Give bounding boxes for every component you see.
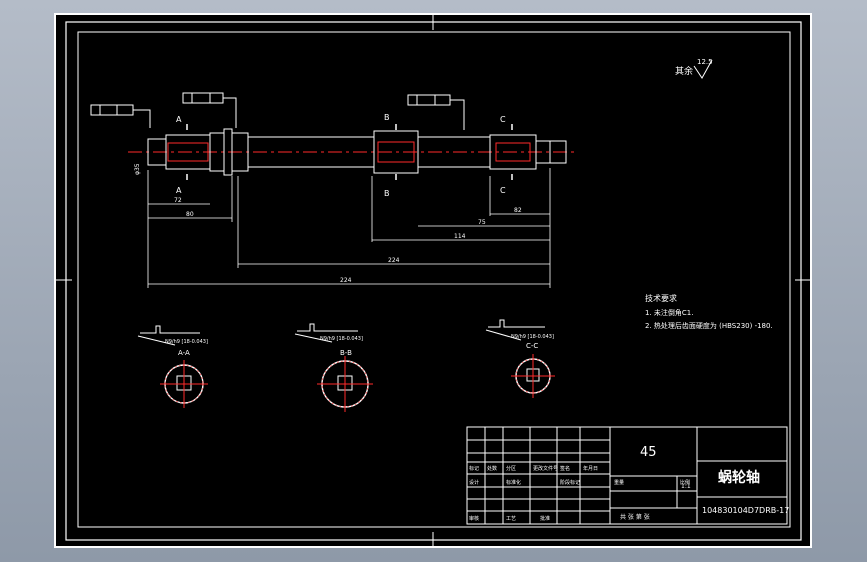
section-c-name: C-C — [526, 342, 538, 350]
title-part-name: 蜗轮轴 — [718, 469, 760, 486]
title-cell-label: 设计 — [469, 479, 479, 486]
section-letter-c-top: C — [500, 115, 506, 124]
title-row-labels-2: 设计 标准化 阶段标记 重量 比例 — [469, 479, 690, 486]
section-c-tol: N9/h9 [18-0.043] — [511, 334, 554, 340]
dim-72: 72 — [174, 197, 182, 204]
title-row-labels: 标记 处数 分区 更改文件号签名 年月日 — [469, 465, 598, 472]
section-view-a: N9/h9 [18-0.043] A-A — [137, 325, 208, 408]
sheet-border — [54, 13, 812, 548]
shaft-end-right — [535, 140, 551, 164]
title-cell-label: 工艺 — [506, 516, 516, 522]
section-letter-a-bottom: A — [176, 186, 182, 195]
title-cell-label: 分区 — [506, 465, 516, 472]
dim-diameter: φ35 — [134, 163, 141, 175]
title-block — [466, 426, 788, 525]
keyway-left — [167, 142, 209, 162]
roughness-label: 其余 — [675, 65, 693, 77]
dimension-values: 72 80 82 75 114 224 224 — [174, 197, 522, 284]
title-cell-label: 签名 — [560, 465, 570, 472]
roughness-value: 12.5 — [697, 58, 713, 66]
title-row-labels-3: 审核 工艺 批准 — [469, 515, 550, 522]
keyway-middle — [377, 141, 415, 163]
drawing-frame — [77, 31, 791, 528]
shaft-main-view — [128, 128, 578, 176]
title-material: 45 — [640, 445, 657, 460]
title-ratio: 1:1 — [681, 483, 691, 490]
title-cell-label: 标记 — [469, 465, 479, 472]
dim-total: 224 — [340, 277, 352, 284]
section-a-tol: N9/h9 [18-0.043] — [165, 339, 208, 345]
title-cell-label: 处数 — [487, 465, 497, 472]
title-cell-label: 比例 — [680, 479, 690, 486]
keyway-right — [495, 142, 531, 162]
title-cell-label: 标准化 — [506, 479, 521, 486]
title-cell-label: 更改文件号 — [533, 465, 558, 472]
dimension-lines — [147, 168, 551, 288]
tech-item-1: 1. 未注倒角C1. — [645, 308, 693, 317]
section-letter-b-top: B — [384, 113, 390, 122]
roughness-symbol — [693, 59, 713, 79]
title-cell-label: 审核 — [469, 515, 479, 522]
section-letter-b-bottom: B — [384, 189, 390, 198]
section-view-b: N9/h9 [18-0.043] B-B — [294, 323, 373, 412]
section-letter-c-bottom: C — [500, 186, 506, 195]
tech-title: 技术要求 — [645, 293, 677, 303]
dim-82: 82 — [514, 207, 522, 214]
title-cell-label: 批准 — [540, 515, 550, 522]
section-b-tol: N9/h9 [18-0.043] — [320, 336, 363, 342]
tech-requirements: 技术要求 1. 未注倒角C1. 2. 热处理后齿面硬度为 (HBS230) -1… — [645, 293, 773, 330]
dim-80: 80 — [186, 211, 194, 218]
dim-224: 224 — [388, 257, 400, 264]
section-markers: A A B B C C — [176, 113, 506, 198]
tolerance-frames — [90, 92, 465, 130]
shaft-tip — [550, 140, 567, 164]
section-a-name: A-A — [178, 349, 190, 357]
section-letter-a-top: A — [176, 115, 182, 124]
section-cut-lines — [186, 124, 513, 180]
centering-marks — [55, 14, 811, 547]
dim-114: 114 — [454, 233, 466, 240]
title-sheet: 共 张 第 张 — [620, 513, 650, 521]
title-cell-label: 阶段标记 — [560, 479, 580, 486]
surface-roughness-note: 其余 12.5 — [675, 58, 713, 79]
section-b-name: B-B — [340, 349, 352, 357]
title-cell-label: 年月日 — [583, 465, 598, 472]
title-cell-label: 重量 — [614, 479, 624, 486]
tech-item-2: 2. 热处理后齿面硬度为 (HBS230) -180. — [645, 321, 773, 330]
dim-75: 75 — [478, 219, 486, 226]
section-view-c: N9/h9 [18-0.043] C-C — [485, 319, 555, 398]
title-drawing-no: 104830104D7DRB-17 — [702, 506, 789, 515]
